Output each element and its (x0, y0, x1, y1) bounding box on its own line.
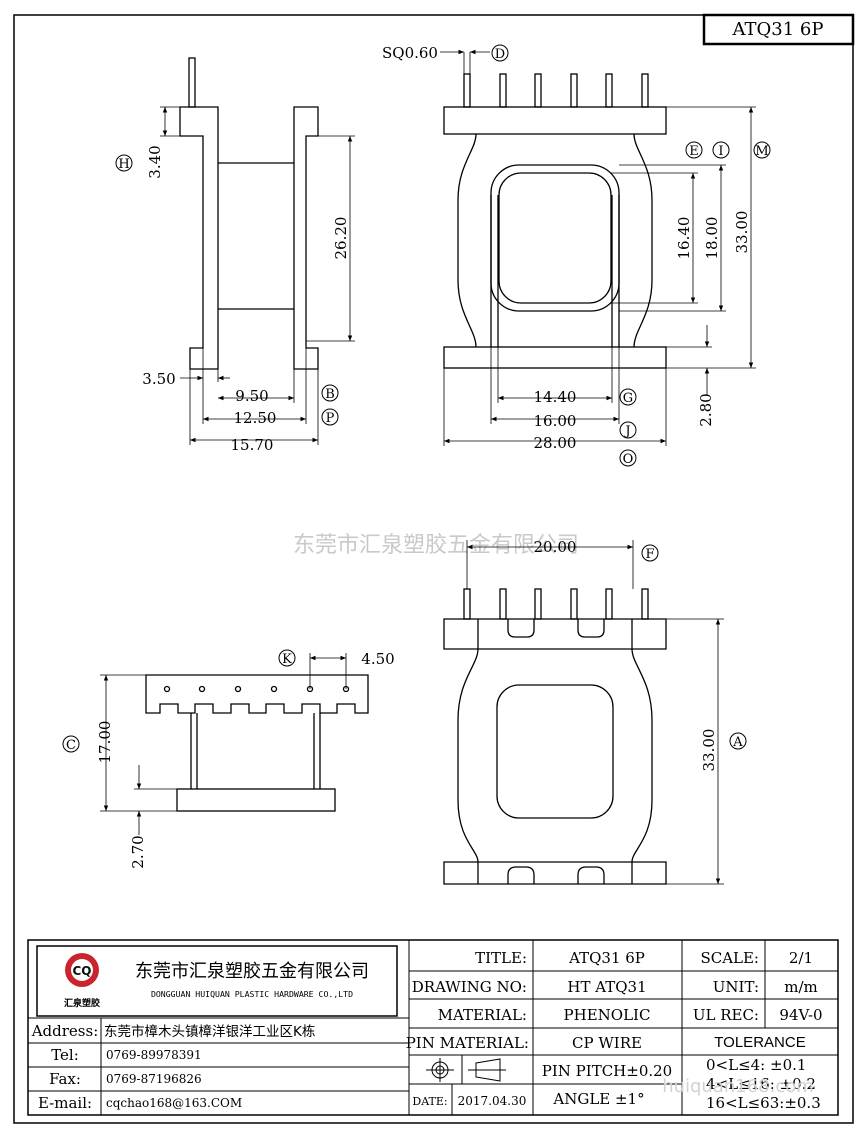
dim-9.50: 9.50 (235, 387, 268, 405)
dim-3.50: 3.50 (142, 370, 175, 388)
callout-G: G (623, 391, 633, 406)
date-value: 2017.04.30 (458, 1094, 527, 1108)
address-label: Address: (31, 1022, 99, 1040)
email-label: E-mail: (38, 1094, 92, 1112)
callout-F: F (645, 547, 654, 562)
ul-rec-label: UL REC: (693, 1006, 759, 1024)
title-label: TITLE: (475, 949, 527, 967)
tel-value: 0769-89978391 (106, 1048, 202, 1062)
address-value: 东莞市樟木头镇樟洋银洋工业区K栋 (104, 1023, 315, 1040)
top-view-dims (100, 653, 347, 835)
dim-33.00-bottom: 33.00 (700, 729, 718, 772)
watermark-site: huiquan168.com (662, 1076, 814, 1097)
callout-O: O (623, 452, 634, 467)
callout-E: E (689, 144, 699, 159)
bottom-view-dims (466, 540, 724, 885)
callout-D: D (495, 47, 505, 62)
bottom-view (443, 588, 667, 885)
date-label: DATE: (412, 1095, 447, 1108)
company-name-cn: 东莞市汇泉塑胶五金有限公司 (135, 961, 369, 982)
callout-J: J (623, 424, 630, 439)
dim-20.00: 20.00 (534, 538, 577, 556)
code-box (702, 13, 855, 46)
side-view (179, 57, 319, 370)
unit-label: UNIT: (713, 978, 759, 996)
dim-3.40: 3.40 (146, 145, 164, 178)
unit-value: m/m (784, 978, 818, 996)
pin-material-value: CP WIRE (572, 1034, 642, 1052)
callout-I: I (718, 144, 723, 159)
dim-18.00: 18.00 (703, 217, 721, 260)
email-value: cqchao168@163.COM (106, 1096, 242, 1110)
title-value: ATQ31 6P (568, 949, 645, 967)
tolerance-row-1: 0<L≤4: ±0.1 (706, 1056, 806, 1074)
company-logo: CQ (65, 953, 99, 987)
dim-14.40: 14.40 (534, 388, 577, 406)
dim-28.00: 28.00 (534, 434, 577, 452)
dim-33.00-top: 33.00 (733, 211, 751, 254)
dim-sq0.60: SQ0.60 (382, 44, 438, 62)
callout-K: K (282, 652, 292, 667)
pin-material-label: PIN MATERIAL: (406, 1034, 529, 1052)
fax-label: Fax: (49, 1070, 81, 1088)
watermark-company: 东莞市汇泉塑胶五金有限公司 (293, 533, 579, 558)
callouts (62, 44, 771, 753)
front-view-dims (440, 49, 756, 446)
code-box-text: ATQ31 6P (732, 19, 824, 40)
tolerance-row-3: 16<L≤63:±0.3 (706, 1094, 821, 1112)
callout-C: C (66, 738, 76, 753)
ul-rec-value: 94V-0 (779, 1006, 822, 1024)
material-label: MATERIAL: (438, 1006, 527, 1024)
scale-value: 2/1 (789, 949, 813, 967)
callout-M: M (755, 144, 768, 159)
callout-H: H (118, 157, 129, 172)
svg-text:CQ: CQ (72, 964, 91, 978)
pin-pitch: PIN PITCH±0.20 (542, 1062, 672, 1080)
callout-P: P (326, 411, 335, 426)
sheet-border (13, 14, 854, 1124)
dim-4.50: 4.50 (361, 650, 394, 668)
callout-A: A (732, 735, 743, 750)
drawing-no-value: HT ATQ31 (567, 978, 646, 996)
tel-label: Tel: (51, 1046, 79, 1064)
front-view (443, 73, 667, 369)
callout-B: B (325, 387, 335, 402)
tolerance-label: TOLERANCE (714, 1034, 805, 1051)
logo-text: 汇泉塑胶 (64, 997, 100, 1009)
company-name-en: DONGGUAN HUIQUAN PLASTIC HARDWARE CO.,LT… (151, 989, 353, 999)
projection-symbol (426, 1058, 506, 1082)
fax-value: 0769-87196826 (106, 1072, 202, 1086)
scale-label: SCALE: (700, 949, 759, 967)
dim-15.70: 15.70 (231, 436, 274, 454)
angle-tolerance: ANGLE ±1° (552, 1090, 644, 1108)
dim-17.00: 17.00 (96, 721, 114, 764)
side-view-dims (160, 106, 355, 445)
dim-26.20: 26.20 (332, 217, 350, 260)
dim-16.00: 16.00 (534, 412, 577, 430)
drawing-no-label: DRAWING NO: (412, 978, 527, 996)
tolerance-row-2: 4<L≤16: ±0.2 (706, 1075, 816, 1093)
dim-16.40: 16.40 (675, 217, 693, 260)
material-value: PHENOLIC (564, 1006, 651, 1024)
dim-12.50: 12.50 (234, 409, 277, 427)
dim-2.80: 2.80 (697, 393, 715, 426)
title-block (27, 939, 839, 1116)
top-view (145, 674, 369, 812)
dim-2.70: 2.70 (129, 835, 147, 868)
